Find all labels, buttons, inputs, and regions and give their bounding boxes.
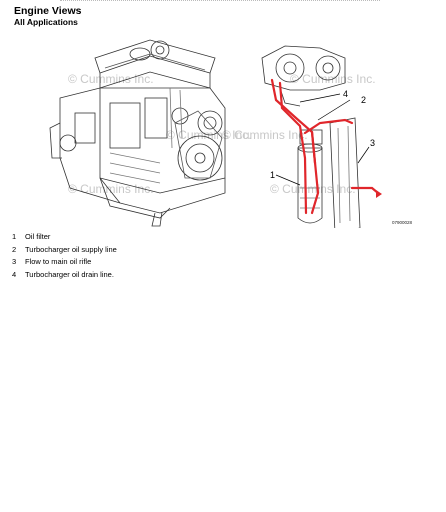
watermark-5: © Cummins Inc.	[222, 128, 308, 142]
callout-1: 1	[270, 170, 275, 180]
oil-lines	[270, 78, 380, 215]
turbo-drain-line	[278, 81, 308, 215]
watermark-6: © Cummins Inc.	[270, 182, 356, 196]
filter-return-line	[310, 130, 320, 215]
engine-drawing-svg: © Cummins Inc. © Cummins Inc. © Cummins …	[49, 39, 382, 234]
callout-2: 2	[361, 95, 366, 105]
top-edge-artifact	[60, 0, 380, 2]
legend-item: 3 Flow to main oil rifle	[12, 256, 117, 269]
turbo-supply-line	[270, 78, 317, 165]
figure-code: 07900028	[392, 220, 413, 225]
flow-arrow-icon	[376, 190, 382, 198]
engine-illustration: © Cummins Inc. © Cummins Inc. © Cummins …	[0, 28, 446, 234]
callout-3: 3	[370, 138, 375, 148]
legend-item: 4 Turbocharger oil drain line.	[12, 269, 117, 282]
legend-label: Turbocharger oil supply line	[25, 244, 117, 254]
legend-number: 3	[12, 257, 17, 267]
legend-label: Oil filter	[25, 232, 51, 241]
legend-item: 2 Turbocharger oil supply line	[12, 244, 117, 257]
callout-leaders	[275, 93, 370, 186]
legend-list: 1 Oil filter 2 Turbocharger oil supply l…	[12, 231, 117, 281]
engine-block-drawing	[49, 39, 226, 227]
legend-item: 1 Oil filter	[12, 231, 117, 244]
supply-branch-line	[303, 118, 354, 135]
legend-number: 2	[12, 244, 17, 254]
legend-number: 4	[12, 269, 17, 279]
legend-number: 1	[12, 232, 17, 241]
watermark-1: © Cummins Inc.	[68, 72, 154, 86]
legend-label: Flow to main oil rifle	[25, 257, 92, 267]
watermark-3: © Cummins Inc.	[68, 182, 154, 196]
page-title: Engine Views	[14, 5, 82, 17]
page-subtitle: All Applications	[14, 17, 78, 27]
legend-label: Turbocharger oil drain line.	[25, 269, 114, 279]
main-rifle-flow-line	[350, 186, 380, 195]
callout-4: 4	[343, 89, 348, 99]
